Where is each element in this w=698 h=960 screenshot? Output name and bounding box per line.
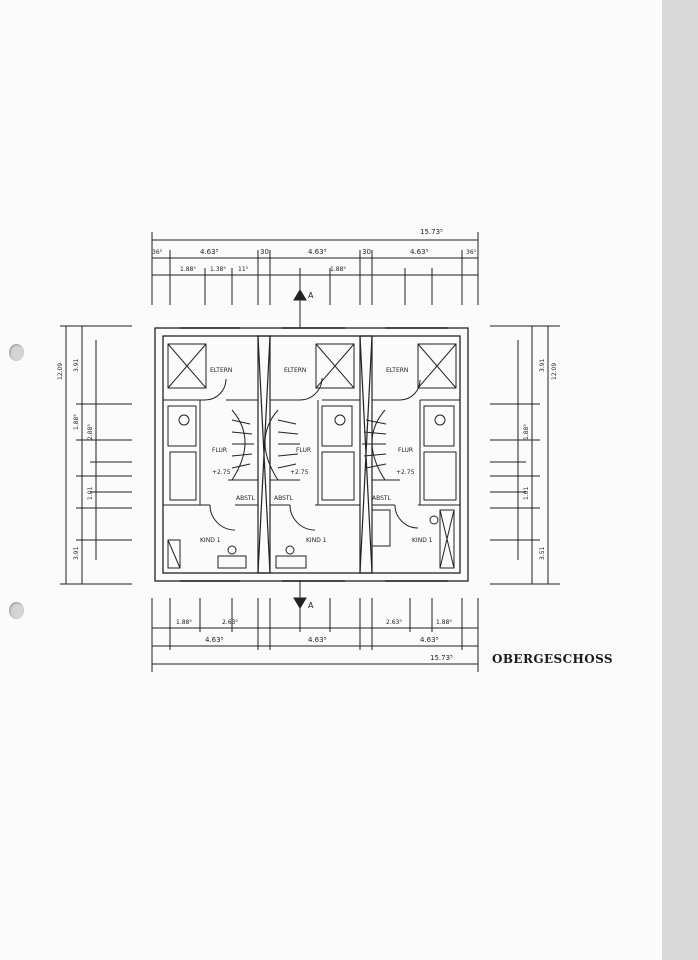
detail-bottom-4: 1.88⁵ xyxy=(436,619,452,626)
page-edge xyxy=(662,0,698,960)
left-dim-5: 3.91 xyxy=(73,546,80,560)
room-storage-2: ABSTL xyxy=(274,495,294,502)
right-dim-4: 3.51 xyxy=(539,546,546,560)
right-dimension-chain xyxy=(490,325,560,585)
level-3: +2.75 xyxy=(396,469,415,476)
level-1: +2.75 xyxy=(212,469,231,476)
section-mark-top: A xyxy=(308,291,314,300)
punch-hole-top xyxy=(9,344,24,361)
level-2: +2.75 xyxy=(290,469,309,476)
room-storage-3: ABSTL xyxy=(372,495,392,502)
detail-top-1: 1.88⁵ xyxy=(180,266,196,273)
party-walls xyxy=(257,335,373,574)
overall-width-top: 15.73⁵ xyxy=(420,228,443,236)
detail-bottom-2: 2.63⁵ xyxy=(222,619,238,626)
unit-width-bottom-2: 4.63⁵ xyxy=(308,636,327,644)
room-parents-1: ELTERN xyxy=(210,367,232,374)
interior-partitions xyxy=(163,399,460,506)
unit-width-top-3: 4.63⁵ xyxy=(410,248,429,256)
detail-top-3: 11⁵ xyxy=(238,266,249,273)
unit-width-bottom-1: 4.63⁵ xyxy=(205,636,224,644)
wardrobes xyxy=(167,343,457,389)
room-corridor-3: FLUR xyxy=(398,447,413,454)
wall-top-1: 30 xyxy=(260,248,269,256)
wall-outer-top-l: 36⁵ xyxy=(152,249,163,256)
scanned-sheet xyxy=(0,0,662,960)
right-dim-3: 1.01 xyxy=(523,486,530,500)
unit-width-bottom-3: 4.63⁵ xyxy=(420,636,439,644)
room-child-2: KIND 1 xyxy=(306,537,327,544)
left-dimension-chain xyxy=(60,325,132,585)
drawing-title: OBERGESCHOSS xyxy=(492,652,613,666)
room-corridor-1: FLUR xyxy=(212,447,227,454)
top-dimension-chain xyxy=(151,232,479,305)
overall-depth-left: 12.09 xyxy=(57,363,64,380)
room-child-3: KIND 1 xyxy=(412,537,433,544)
punch-hole-bottom xyxy=(9,602,24,619)
detail-bottom-3: 2.63⁵ xyxy=(386,619,402,626)
room-parents-3: ELTERN xyxy=(386,367,408,374)
room-corridor-2: FLUR xyxy=(296,447,311,454)
bottom-dimension-chain xyxy=(151,598,479,672)
section-line xyxy=(293,289,307,620)
detail-top-4: 1.88⁵ xyxy=(330,266,346,273)
room-child-1: KIND 1 xyxy=(200,537,221,544)
left-dim-2: 1.88⁵ xyxy=(73,414,80,430)
detail-top-2: 1.38⁵ xyxy=(210,266,226,273)
window-marks xyxy=(180,327,448,582)
unit-width-top-2: 4.63⁵ xyxy=(308,248,327,256)
bathroom-fixtures xyxy=(167,405,457,501)
detail-bottom-1: 1.88⁵ xyxy=(176,619,192,626)
left-dim-1: 3.91 xyxy=(73,358,80,372)
room-storage-1: ABSTL xyxy=(236,495,256,502)
section-mark-bottom: A xyxy=(308,601,314,610)
child-room-furniture xyxy=(167,509,455,569)
left-dim-4: 1.01 xyxy=(87,486,94,500)
door-swings xyxy=(204,377,421,531)
room-parents-2: ELTERN xyxy=(284,367,306,374)
left-dim-3: 2.88⁵ xyxy=(87,424,94,440)
staircases xyxy=(231,409,387,481)
wall-top-2: 30 xyxy=(362,248,371,256)
unit-width-top-1: 4.63⁵ xyxy=(200,248,219,256)
right-dim-1: 3.91 xyxy=(539,358,546,372)
overall-depth-right: 12.09 xyxy=(551,363,558,380)
overall-width-bottom: 15.73⁵ xyxy=(430,654,453,662)
wall-outer-top-r: 36⁵ xyxy=(466,249,477,256)
right-dim-2: 1.88⁵ xyxy=(523,424,530,440)
